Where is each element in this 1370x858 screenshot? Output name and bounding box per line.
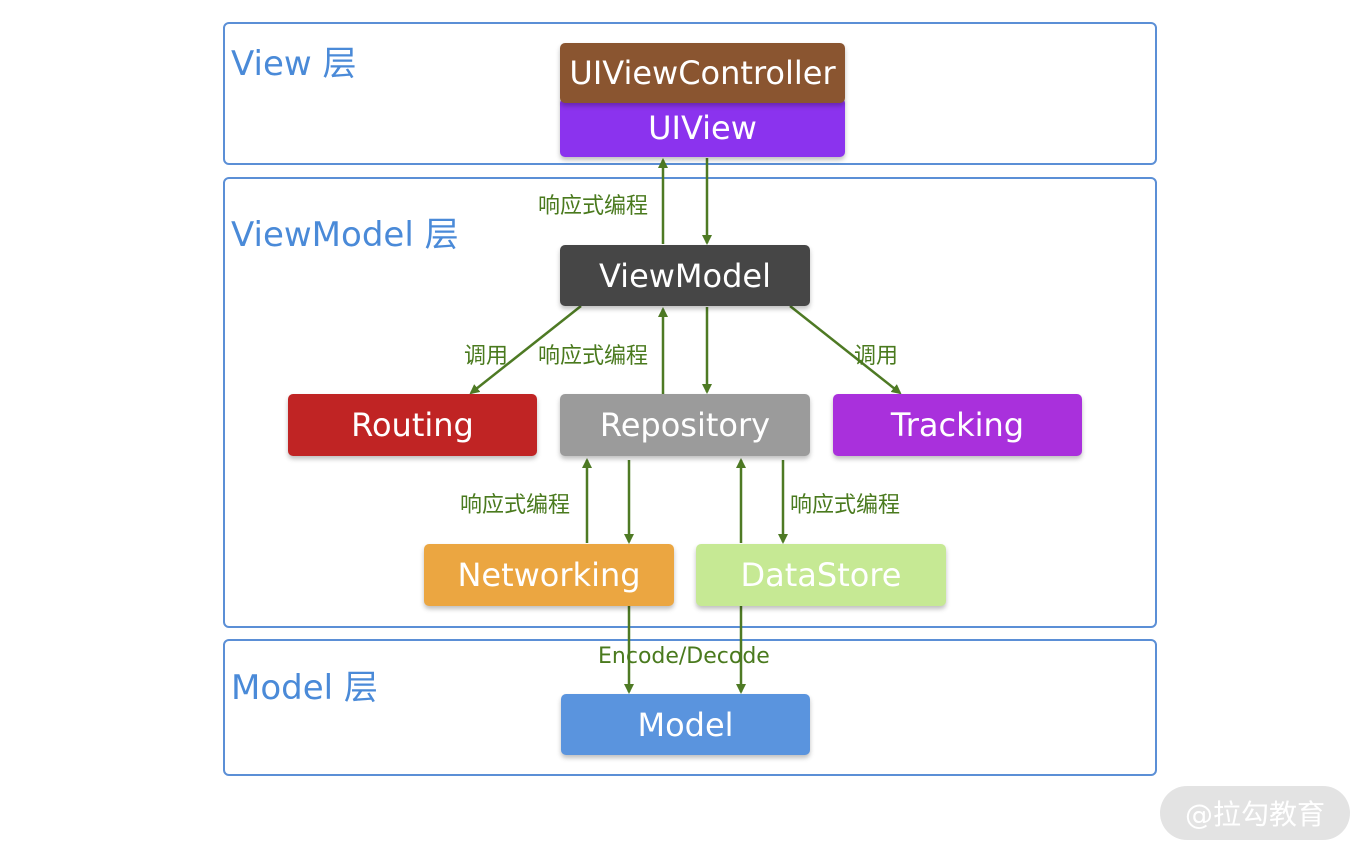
model-layer-title: Model 层 [231,668,378,708]
arrow-viewmodel-to-routing [469,305,582,395]
label-encode-decode: Encode/Decode [598,644,770,669]
viewmodel-layer-title: ViewModel 层 [231,215,459,255]
datastore-node: DataStore [696,544,946,606]
label-repository-networking: 响应式编程 [460,493,571,518]
viewmodel-layer [223,177,1157,628]
uiviewcontroller-node: UIViewController [560,43,845,103]
repository-node: Repository [560,394,810,456]
model-node: Model [561,694,810,755]
arrow-viewmodel-to-tracking [789,305,902,395]
label-uiview-viewmodel: 响应式编程 [538,194,649,219]
view-layer [223,22,1157,165]
networking-node: Networking [424,544,674,606]
label-viewmodel-repository: 响应式编程 [538,344,649,369]
viewmodel-node: ViewModel [560,245,810,306]
label-viewmodel-routing: 调用 [464,344,509,369]
model-layer [223,639,1157,776]
label-repository-datastore: 响应式编程 [790,493,901,518]
routing-node: Routing [288,394,537,456]
uiview-node: UIView [560,98,845,157]
tracking-node: Tracking [833,394,1082,456]
watermark-badge: @拉勾教育 [1160,786,1350,840]
label-viewmodel-tracking: 调用 [854,344,899,369]
view-layer-title: View 层 [231,44,357,84]
